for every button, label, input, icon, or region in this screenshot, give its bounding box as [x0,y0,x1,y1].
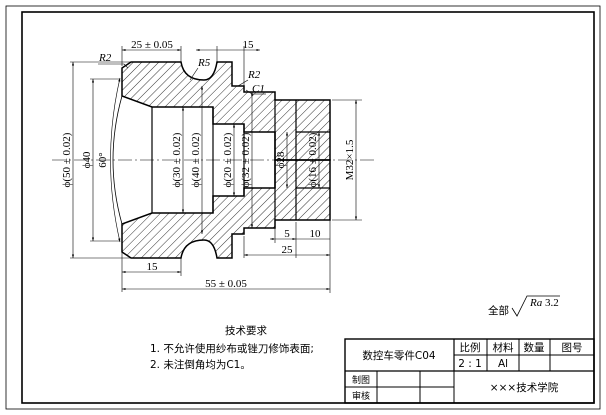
dim-r2-top: R2 [98,52,112,64]
dim-phi28: ϕ28 [275,151,287,168]
dim-angle-60: 60° [97,152,109,167]
dim-phi50: ϕ(50 ± 0.02) [61,132,73,187]
dim-r2-mid: R2 [247,69,261,81]
dim-c1: C1 [252,83,265,95]
tech-requirement-1: 1. 不允许使用纱布或锉刀修饰表面; [150,342,314,355]
title-block-scale-value: 2 : 1 [458,358,482,370]
part-section-lower [121,159,331,259]
dim-small-10: 10 [310,228,322,240]
dim-phi32: ϕ(32 ± 0.02) [240,132,252,187]
dim-small-5: 5 [284,228,290,240]
dim-phi16: ϕ(16 ± 0.02) [307,132,319,187]
dimension-lines [70,46,362,293]
sheet-outer-border [5,5,601,410]
title-block-checked-by: 审核 [352,390,370,402]
dim-phi40-bore: ϕ(40 ± 0.02) [190,132,202,187]
title-block-drawing-no-header: 图号 [562,342,583,354]
title-block-drawn-by: 制图 [352,374,370,386]
dim-m32: M32×1.5 [344,139,356,180]
tech-requirement-2: 2. 未注倒角均为C1。 [150,358,251,371]
dim-top-15: 15 [243,39,255,51]
surface-finish-prefix: 全部 [488,304,509,317]
surface-finish-ra-label: Ra [529,297,543,309]
title-block-material-value: Al [498,358,508,370]
title-block-part-name: 数控车零件C04 [362,349,436,362]
title-block-school: ×××技术学院 [490,381,559,394]
dim-phi40-outer: ϕ40 [81,151,93,168]
dim-phi30: ϕ(30 ± 0.02) [171,132,183,187]
surface-finish-symbol: 全部 Ra 3.2 [488,295,560,317]
dim-bottom-15: 15 [147,261,159,273]
title-block-quantity-header: 数量 [524,341,545,354]
dim-bottom-55: 55 ± 0.05 [205,278,247,290]
part-section-upper [121,61,331,161]
surface-finish-ra-value: 3.2 [545,297,559,309]
title-block-material-header: 材料 [493,341,514,354]
dim-phi20: ϕ(20 ± 0.02) [222,132,234,187]
tech-requirements-title: 技术要求 [225,324,267,337]
dim-top-25: 25 ± 0.05 [131,39,173,51]
roughness-mark-icon [511,295,560,317]
dim-small-25: 25 [282,244,294,256]
title-block [344,338,595,404]
dim-r5: R5 [197,57,211,69]
title-block-scale-header: 比例 [460,341,481,354]
tech-requirements: 技术要求 1. 不允许使用纱布或锉刀修饰表面; 2. 未注倒角均为C1。 [150,324,314,371]
sheet-inner-border [21,11,595,404]
